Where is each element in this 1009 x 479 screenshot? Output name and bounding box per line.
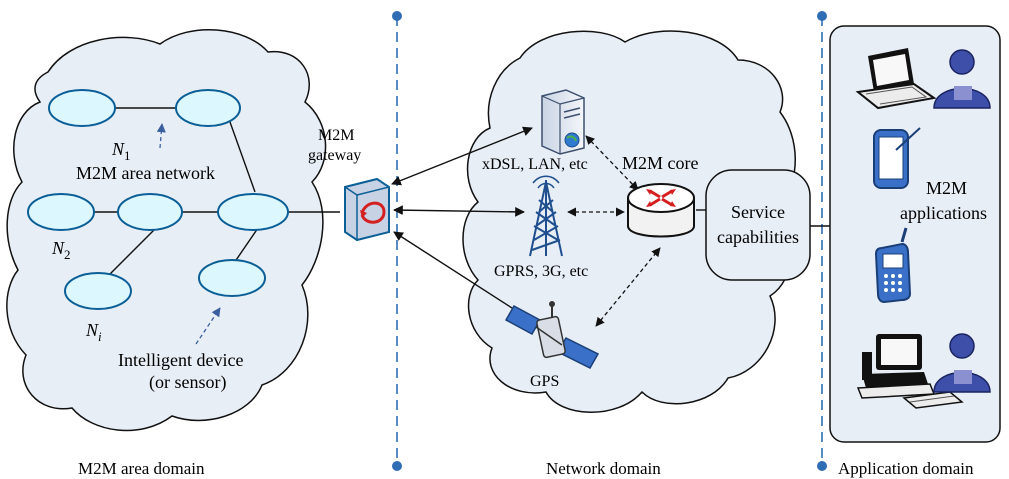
network-node [217, 193, 289, 231]
server-core-link [585, 135, 639, 191]
network-node [198, 259, 266, 297]
domain-separator-left [392, 11, 402, 471]
core-label: M2M core [622, 153, 698, 173]
area-nodes [27, 89, 289, 310]
network-domain-label: Network domain [546, 459, 661, 478]
service-label-line2: capabilities [717, 227, 799, 247]
gateway-server-link [391, 126, 533, 186]
svg-text:Ni: Ni [85, 320, 102, 344]
device-pointer-arrow [195, 307, 221, 345]
gateway-label-line1: M2M [318, 127, 354, 144]
satellite-icon [504, 301, 600, 369]
domain-separator-right [817, 11, 827, 471]
router-icon [627, 183, 695, 238]
user-icon [933, 49, 991, 109]
cell-tower-icon [529, 175, 563, 257]
network-node [117, 193, 183, 231]
gps-label: GPS [530, 373, 559, 390]
laptop-icon [855, 48, 937, 110]
network-node [48, 89, 116, 127]
gateway-icon [344, 177, 390, 242]
server-icon [541, 89, 585, 155]
user-icon [933, 333, 991, 393]
svg-text:N2: N2 [51, 238, 71, 262]
area-domain-label: M2M area domain [78, 459, 205, 478]
area-domain-cloud [6, 29, 327, 432]
service-capabilities-box [705, 169, 811, 281]
svg-text:N1: N1 [111, 139, 131, 163]
network-node [27, 193, 95, 231]
applications-label-line2: applications [900, 203, 987, 223]
device-label-line2: (or sensor) [149, 372, 226, 393]
tower-label: GPRS, 3G, etc [494, 263, 588, 280]
node-label-n2: N2 [51, 238, 71, 262]
device-label-line1: Intelligent device [118, 350, 243, 370]
node-label-ni: Ni [85, 320, 102, 344]
gateway-label-line2: gateway [308, 147, 361, 164]
network-node [64, 272, 132, 310]
network-node [175, 89, 241, 127]
gateway-tower-link [393, 205, 525, 217]
gps-core-link [595, 247, 661, 327]
applications-label-line1: M2M [926, 178, 967, 198]
area-network-label: M2M area network [76, 163, 215, 183]
service-label-line1: Service [731, 202, 785, 222]
tablet-icon [873, 127, 921, 189]
application-domain-label: Application domain [838, 459, 974, 478]
server-label: xDSL, LAN, etc [482, 156, 588, 173]
desktop-computer-icon [856, 334, 964, 409]
mobile-phone-icon [874, 227, 912, 304]
node-label-n1: N1 [111, 139, 131, 163]
